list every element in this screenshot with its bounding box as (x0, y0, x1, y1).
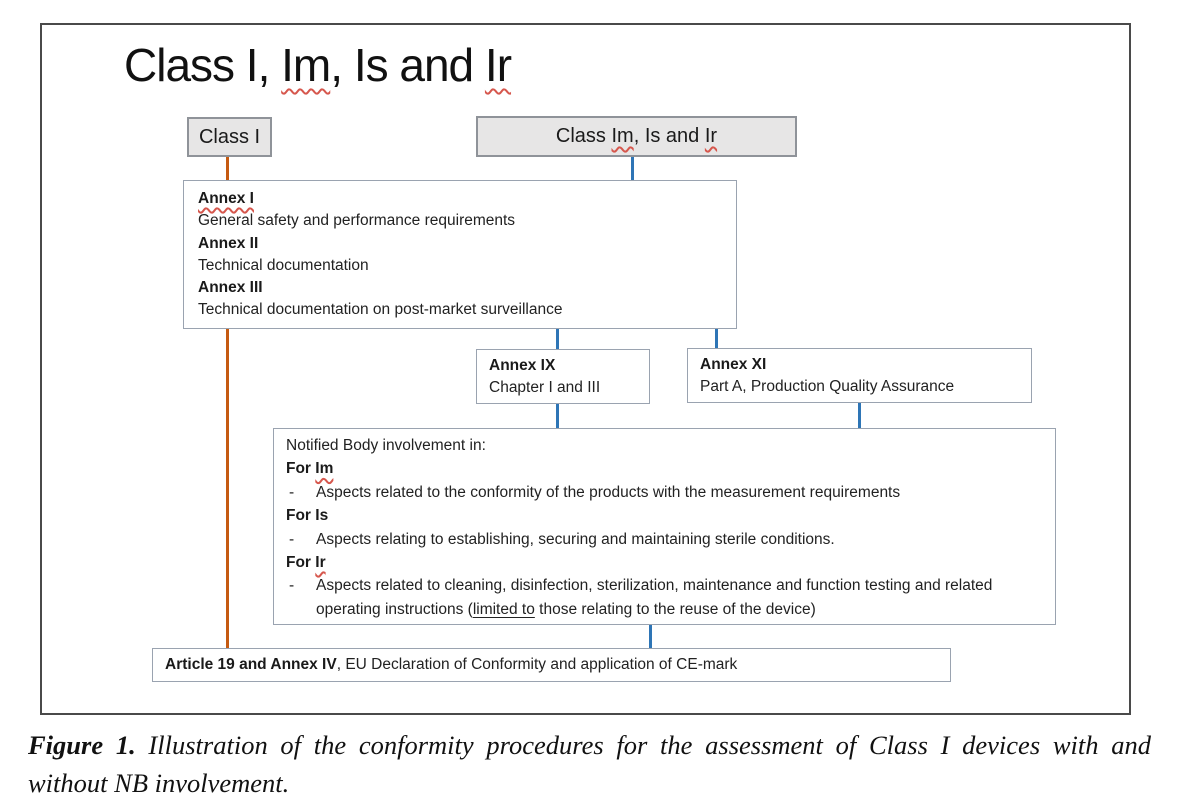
title-text-mid: , Is and (330, 39, 485, 91)
article19-node: Article 19 and Annex IV, EU Declaration … (152, 648, 951, 682)
annex-requirements-node: Annex I General safety and performance r… (183, 180, 737, 329)
class-im-label-im: Im (611, 125, 634, 147)
annex1-heading: Annex I (198, 190, 254, 207)
nb-is-item: - Aspects relating to establishing, secu… (286, 528, 1028, 551)
connector-classim-to-annex (631, 156, 634, 181)
title-text: Class I, (124, 39, 282, 91)
nb-ir-item: - Aspects related to cleaning, disinfect… (286, 574, 1028, 621)
nb-ir-item-underlined: limited to (472, 600, 535, 618)
caption-line2: without NB involvement. (28, 768, 290, 798)
nb-for-is-heading: For Is (286, 504, 1043, 527)
nb-for-ir-heading: For Ir (286, 551, 1043, 574)
dash-bullet: - (289, 483, 295, 501)
nb-ir-item-pre: Aspects related to cleaning, disinfectio… (316, 577, 993, 618)
annex2-desc: Technical documentation (198, 256, 369, 274)
connector-class1-to-article19 (226, 156, 229, 648)
nb-ir-item-post: those relating to the reuse of the devic… (534, 600, 816, 618)
title-text-ir: Ir (484, 39, 512, 91)
class-im-label-mid: , Is and (633, 125, 705, 147)
nb-ir-item-text: Aspects related to cleaning, disinfectio… (316, 577, 992, 617)
class-im-node-label: Class Im, Is and Ir (556, 125, 717, 148)
annex1-desc: General safety and performance requireme… (198, 212, 516, 230)
annex9-node: Annex IX Chapter I and III (476, 349, 650, 404)
nb-intro: Notified Body involvement in: (286, 437, 486, 454)
annex11-heading: Annex XI (700, 356, 767, 373)
class1-node-label: Class I (198, 125, 261, 148)
caption-figure-label: Figure 1. (28, 730, 136, 760)
connector-annex-to-annex9 (556, 327, 559, 350)
nb-for-is-word: Is (315, 507, 329, 525)
annex11-node: Annex XI Part A, Production Quality Assu… (687, 348, 1032, 403)
nb-im-item-text: Aspects related to the conformity of the… (316, 483, 901, 501)
nb-for-ir-prefix: For (286, 554, 316, 572)
notified-body-node: Notified Body involvement in: For Im - A… (273, 428, 1056, 625)
caption-line1: Figure 1. Illustration of the conformity… (28, 726, 1151, 764)
dash-bullet: - (289, 530, 295, 548)
connector-annex11-to-nb (858, 401, 861, 429)
annex9-desc: Chapter I and III (489, 379, 601, 396)
dash-bullet: - (289, 577, 295, 595)
article19-text: Article 19 and Annex IV, EU Declaration … (165, 656, 737, 674)
nb-for-ir-word: Ir (315, 554, 326, 572)
connector-annex9-to-nb (556, 403, 559, 429)
nb-is-item-text: Aspects relating to establishing, securi… (316, 530, 835, 548)
diagram-title: Class I, Im, Is and Ir (124, 38, 512, 92)
annex2-heading: Annex II (198, 234, 259, 252)
annex3-desc: Technical documentation on post-market s… (198, 301, 563, 319)
title-text-im: Im (281, 39, 331, 91)
class-im-label-ir: Ir (704, 125, 718, 147)
connector-annex-to-annex11 (715, 327, 718, 349)
article19-bold: Article 19 and Annex IV (165, 656, 337, 673)
class-im-is-ir-node: Class Im, Is and Ir (476, 116, 797, 157)
nb-im-item: - Aspects related to the conformity of t… (286, 481, 1028, 504)
annex9-heading: Annex IX (489, 357, 556, 374)
annex3-heading: Annex III (198, 279, 263, 297)
caption-line1-text: Illustration of the conformity procedure… (135, 730, 1151, 760)
figure-caption: Figure 1. Illustration of the conformity… (28, 726, 1151, 802)
annex11-desc: Part A, Production Quality Assurance (700, 378, 955, 395)
nb-for-im-heading: For Im (286, 457, 1043, 480)
class1-node: Class I (187, 117, 272, 157)
nb-for-is-prefix: For (286, 507, 316, 525)
nb-for-im-word: Im (315, 460, 334, 478)
article19-rest: , EU Declaration of Conformity and appli… (336, 656, 738, 673)
class-im-label-part: Class (555, 125, 612, 147)
connector-nb-to-article19 (649, 624, 652, 649)
nb-for-im-prefix: For (286, 460, 316, 478)
